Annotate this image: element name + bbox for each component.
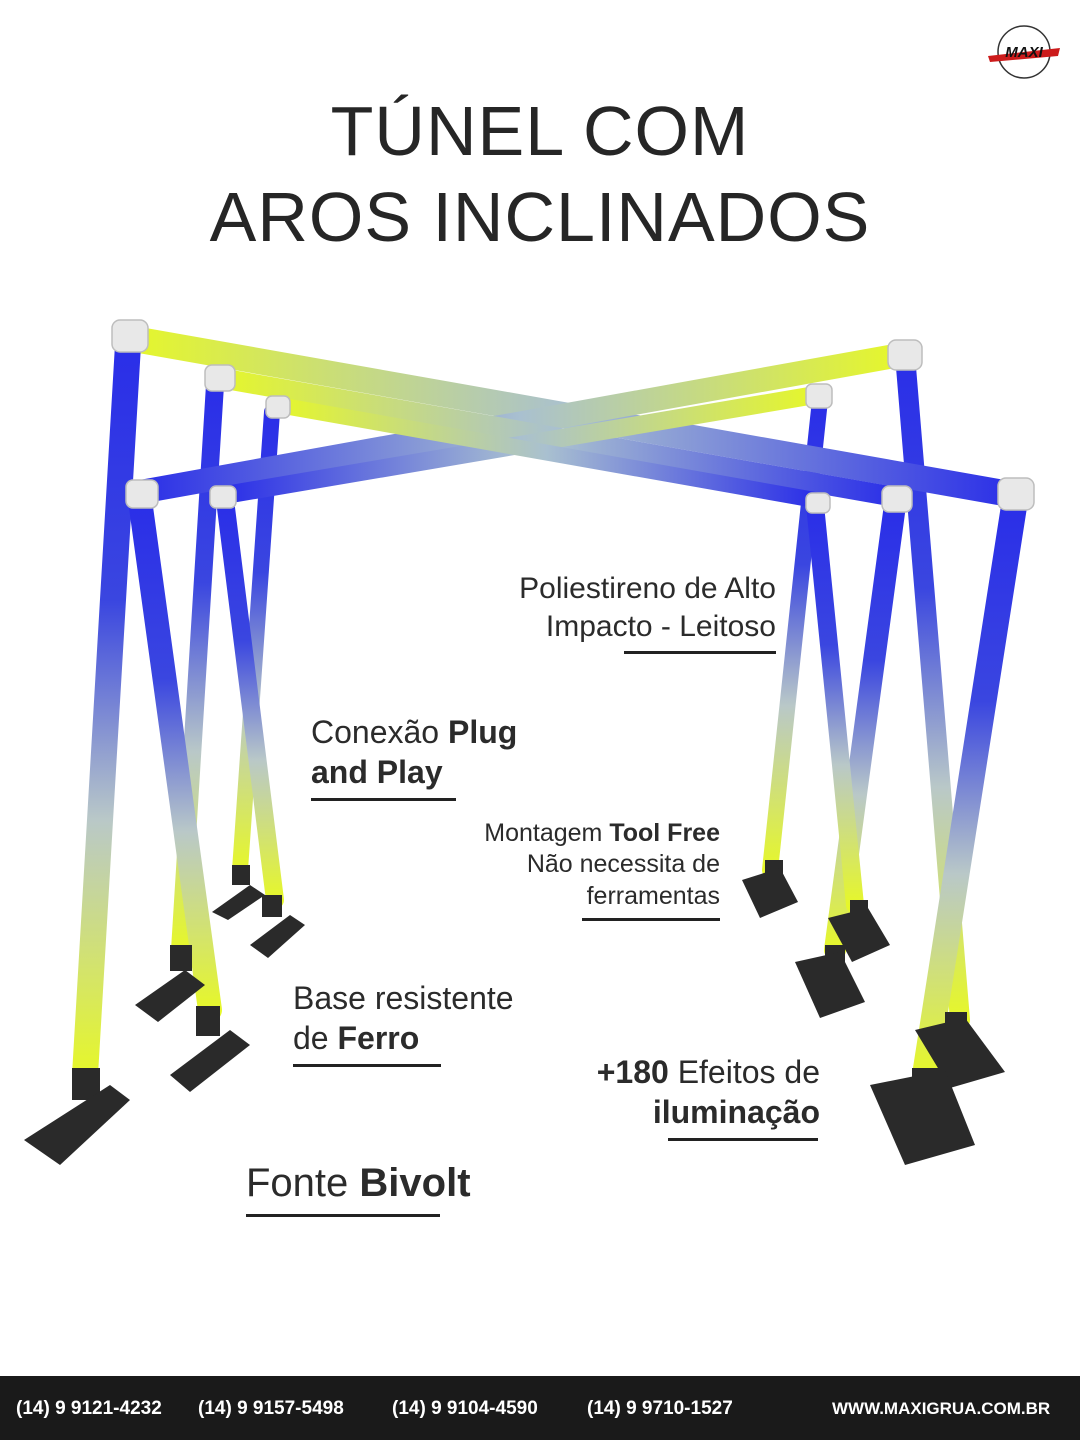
iron-base	[24, 1085, 130, 1165]
feature-fonte: Fonte Bivolt	[246, 1158, 471, 1217]
montagem-text: Montagem	[484, 819, 610, 847]
iron-base	[212, 885, 265, 920]
fonte-bold: Bivolt	[359, 1161, 471, 1205]
conexao-bold-plug: Plug	[447, 714, 518, 750]
maxi-logo: MAXI	[988, 25, 1060, 79]
corner-connector	[887, 339, 923, 371]
tunnel-illustration	[24, 319, 1035, 1165]
corner-connector	[209, 485, 237, 509]
efeitos-line-2: iluminação	[652, 1094, 820, 1130]
corner-connector	[997, 477, 1035, 511]
efeitos-text: Efeitos de	[668, 1054, 820, 1090]
iron-base	[196, 1006, 220, 1036]
poliestireno-line-1: Poliestireno de Alto	[519, 572, 776, 605]
corner-connector	[805, 383, 833, 409]
underline	[246, 1214, 440, 1217]
tube-leg	[72, 332, 141, 1088]
fonte-text: Fonte	[246, 1161, 360, 1205]
tube-leg	[216, 491, 284, 909]
iron-base	[170, 945, 192, 971]
base-bold: Ferro	[337, 1020, 420, 1056]
phone-2[interactable]: (14) 9 9157-5498	[198, 1398, 344, 1419]
iron-base	[742, 868, 798, 918]
feature-efeitos: +180 Efeitos de iluminação	[520, 1052, 820, 1141]
tube-leg	[912, 487, 1028, 1088]
corner-connector	[204, 364, 236, 392]
iron-base	[170, 1030, 250, 1092]
footer-bar: (14) 9 9121-4232 (14) 9 9157-5498 (14) 9…	[0, 1376, 1080, 1440]
iron-base	[870, 1070, 975, 1165]
corner-connector	[265, 395, 291, 419]
logo-text: MAXI	[1005, 44, 1043, 61]
conexao-text: Conexão	[311, 714, 448, 750]
iron-base	[262, 895, 282, 917]
iron-base	[135, 970, 205, 1022]
montagem-line-2: Não necessita de	[526, 850, 720, 879]
base-text: de	[293, 1020, 338, 1056]
montagem-line-3: ferramentas	[586, 881, 720, 910]
feature-conexao: Conexão Plug and Play	[311, 712, 517, 801]
iron-base	[795, 952, 865, 1018]
website-link[interactable]: WWW.MAXIGRUA.COM.BR	[832, 1399, 1051, 1418]
feature-poliestireno: Poliestireno de Alto Impacto - Leitoso	[440, 570, 776, 654]
iron-base	[828, 908, 890, 962]
title-line-1: TÚNEL COM	[330, 92, 750, 170]
conexao-bold-play: Play	[376, 754, 443, 790]
efeitos-bold: +180	[596, 1054, 669, 1090]
phone-4[interactable]: (14) 9 9710-1527	[587, 1398, 733, 1419]
underline	[311, 798, 456, 801]
underline	[624, 651, 776, 654]
underline	[582, 917, 720, 921]
phone-1[interactable]: (14) 9 9121-4232	[16, 1398, 162, 1419]
montagem-bold: Tool Free	[609, 819, 720, 847]
tube-beam	[270, 397, 823, 508]
iron-base	[232, 865, 250, 885]
feature-montagem: Montagem Tool Free Não necessita de ferr…	[420, 818, 720, 921]
page-title: TÚNEL COM AROS INCLINADOS	[0, 88, 1080, 260]
corner-connector	[111, 319, 149, 353]
corner-connector	[125, 479, 159, 509]
iron-base	[250, 915, 305, 958]
base-line-1: Base resistente	[293, 980, 514, 1016]
tube-leg	[128, 488, 222, 1022]
corner-connector	[881, 485, 913, 513]
underline	[668, 1138, 818, 1141]
iron-base	[915, 1018, 1005, 1088]
corner-connector	[805, 492, 831, 514]
conexao-bold-and: and	[311, 754, 377, 790]
feature-base: Base resistente de Ferro	[293, 978, 514, 1067]
poliestireno-line-2: Impacto - Leitoso	[545, 609, 776, 643]
phone-3[interactable]: (14) 9 9104-4590	[392, 1398, 538, 1419]
title-line-2: AROS INCLINADOS	[209, 178, 871, 256]
tube-leg	[806, 496, 864, 914]
underline	[293, 1064, 441, 1067]
